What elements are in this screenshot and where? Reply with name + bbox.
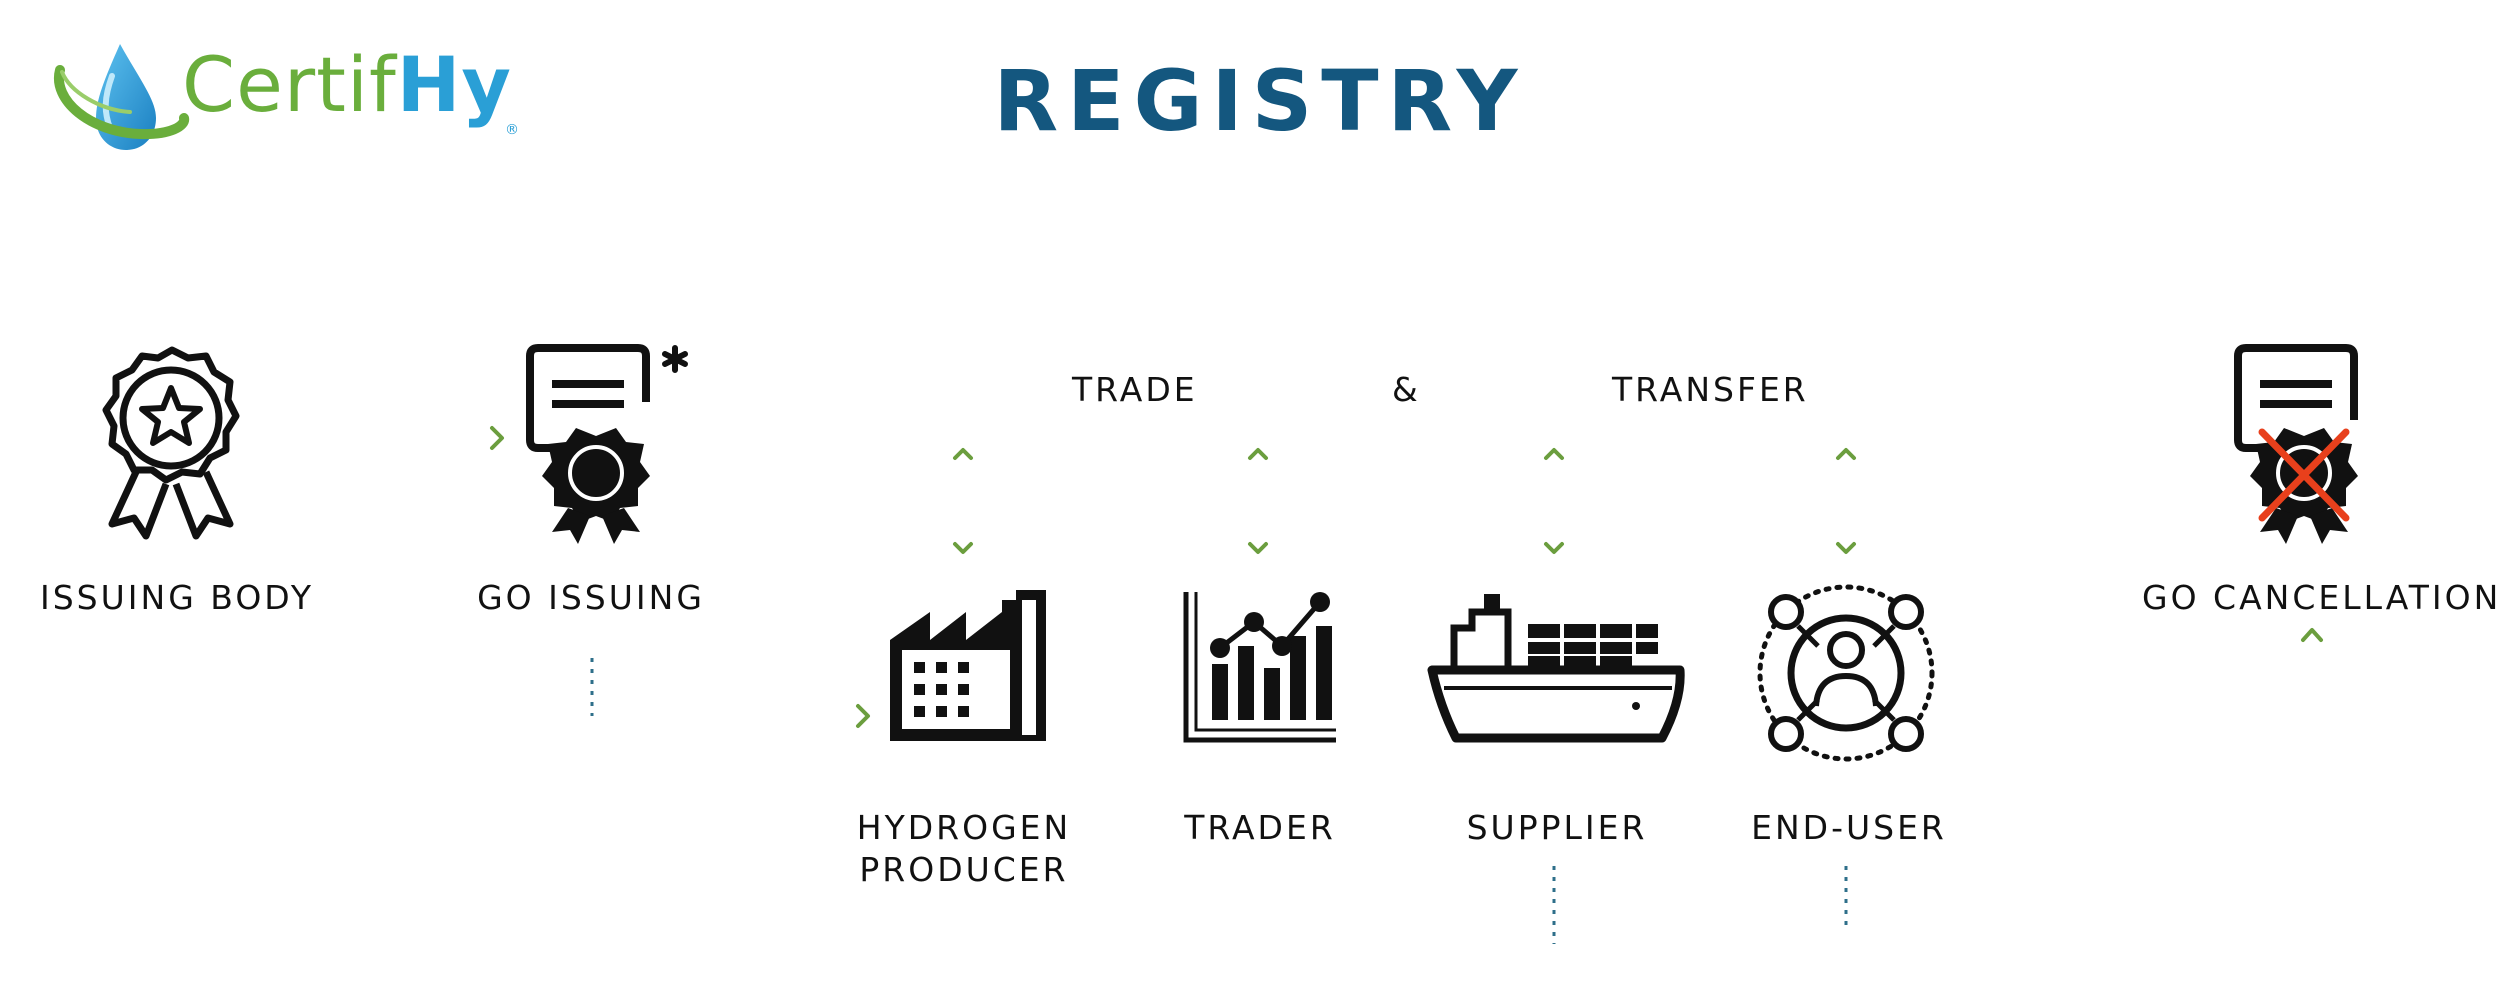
go-cancellation-label: GO CANCELLATION [2142, 578, 2500, 617]
go-issuing-label: GO ISSUING [477, 578, 705, 617]
end-user-label: END-USER [1751, 808, 1947, 847]
supplier-label: SUPPLIER [1466, 808, 1648, 847]
hydrogen-producer-label-line1: HYDROGEN [856, 808, 1072, 847]
trader-label: TRADER [1184, 808, 1336, 847]
participant-arrows [953, 448, 1856, 554]
ampersand-label: & [1392, 370, 1421, 409]
logo-text-hy: Hy [396, 40, 512, 129]
arrow-supplier [1544, 448, 1564, 554]
bar-chart-icon [1183, 592, 1336, 743]
arrow-go-to-producer [590, 658, 870, 728]
logo-text-certif: Certif [182, 40, 397, 129]
transfer-label: TRANSFER [1612, 370, 1809, 409]
user-network-icon [1757, 584, 1935, 762]
certifhy-logo: CertifHy [182, 40, 512, 129]
hydrogen-producer-label-line2: PRODUCER [859, 850, 1069, 889]
certificate-icon [526, 344, 688, 544]
trade-label: TRADE [1072, 370, 1198, 409]
factory-icon [890, 590, 1046, 741]
cargo-ship-icon [1427, 594, 1685, 743]
arrow-trader [1248, 448, 1268, 554]
cancelled-certificate-icon [2234, 344, 2358, 544]
arrow-issuing-to-go [300, 426, 504, 450]
issuing-body-label: ISSUING BODY [40, 578, 315, 617]
logo-registered-mark: ® [505, 122, 519, 138]
arrow-producer [953, 448, 973, 554]
page-title: REGISTRY [993, 52, 1527, 150]
award-badge-icon [102, 346, 240, 540]
arrow-end-user [1836, 448, 1856, 554]
logo-drop-icon [53, 44, 190, 150]
arrow-to-cancellation [1552, 628, 2323, 946]
